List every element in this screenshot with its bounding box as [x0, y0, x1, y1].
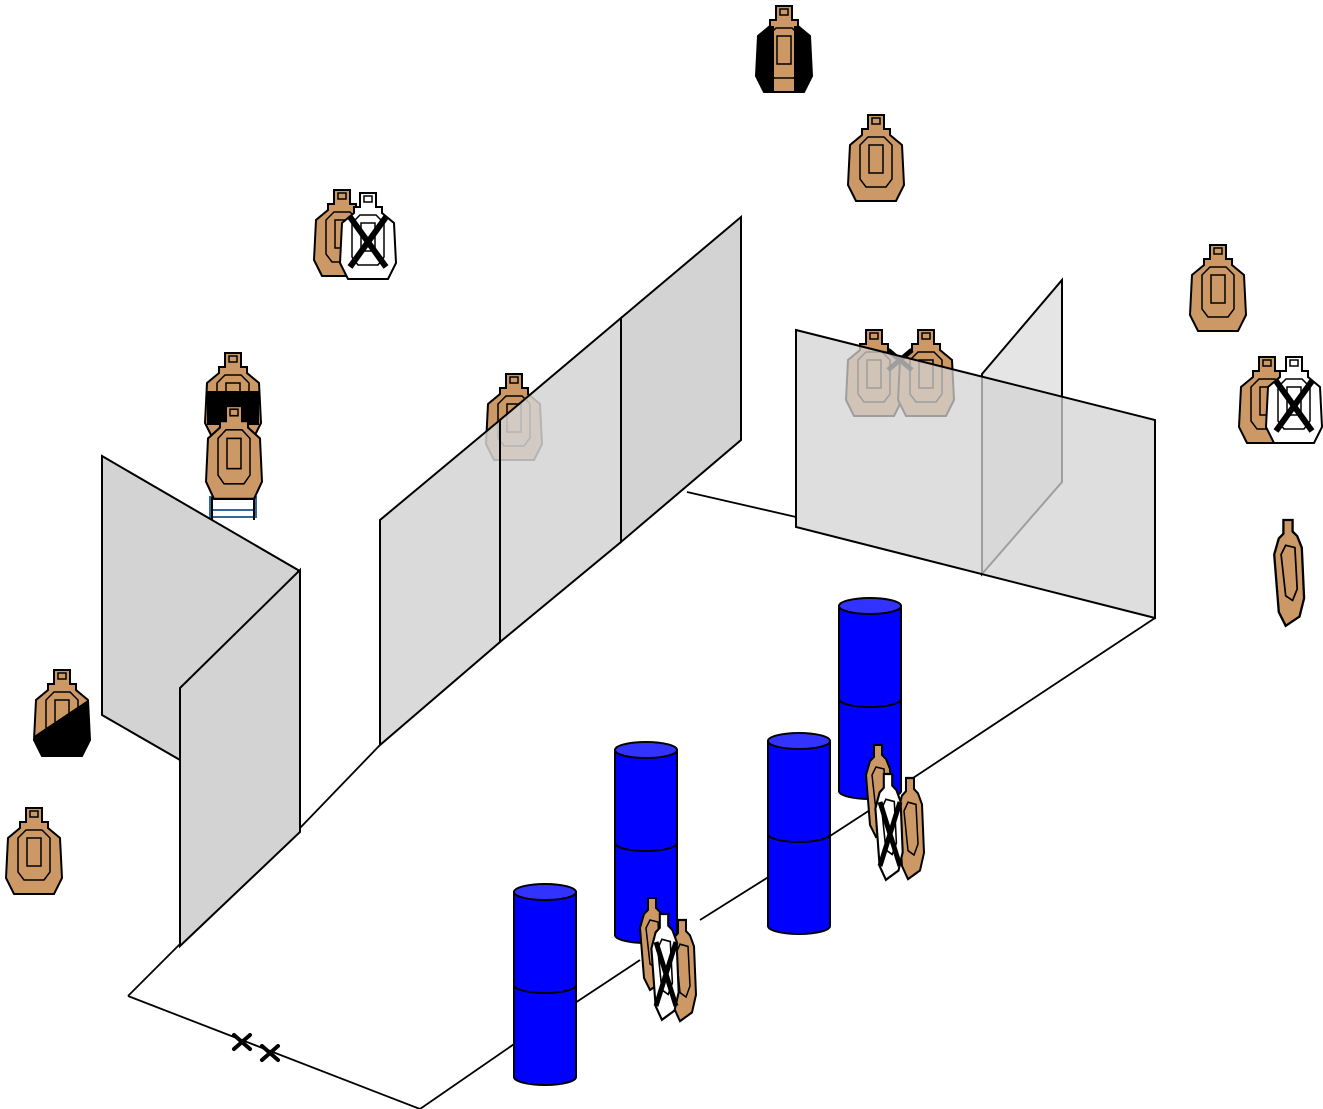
no-shoot-target [1265, 356, 1323, 444]
target-partial-cover-top [755, 5, 813, 93]
wall-middle-3 [620, 214, 742, 545]
target-group-angled [865, 744, 926, 881]
barrels [513, 597, 902, 1086]
start-position-x-marks [232, 1033, 280, 1062]
wall-left-front [179, 567, 301, 949]
no-shoot-target [339, 192, 397, 280]
barrel-stack [513, 883, 577, 1086]
target-partial-cover-diagonal [33, 669, 91, 757]
target-paper [847, 114, 905, 202]
target-paper [1189, 244, 1247, 332]
target-group-angled [639, 897, 698, 1023]
barrel-stack [838, 597, 902, 800]
no-shoot-target-angled [650, 912, 680, 1021]
walls [101, 214, 1156, 949]
barrel-stack [767, 732, 831, 935]
target-stand [209, 496, 257, 520]
wall-right-front [795, 328, 1156, 620]
wall-middle-2 [499, 315, 622, 645]
wall-middle-1 [379, 417, 501, 748]
target-paper [5, 807, 63, 895]
no-shoot-target-angled [874, 772, 904, 881]
target-paper-angled [1273, 518, 1306, 627]
fault-lines [127, 491, 1156, 1109]
